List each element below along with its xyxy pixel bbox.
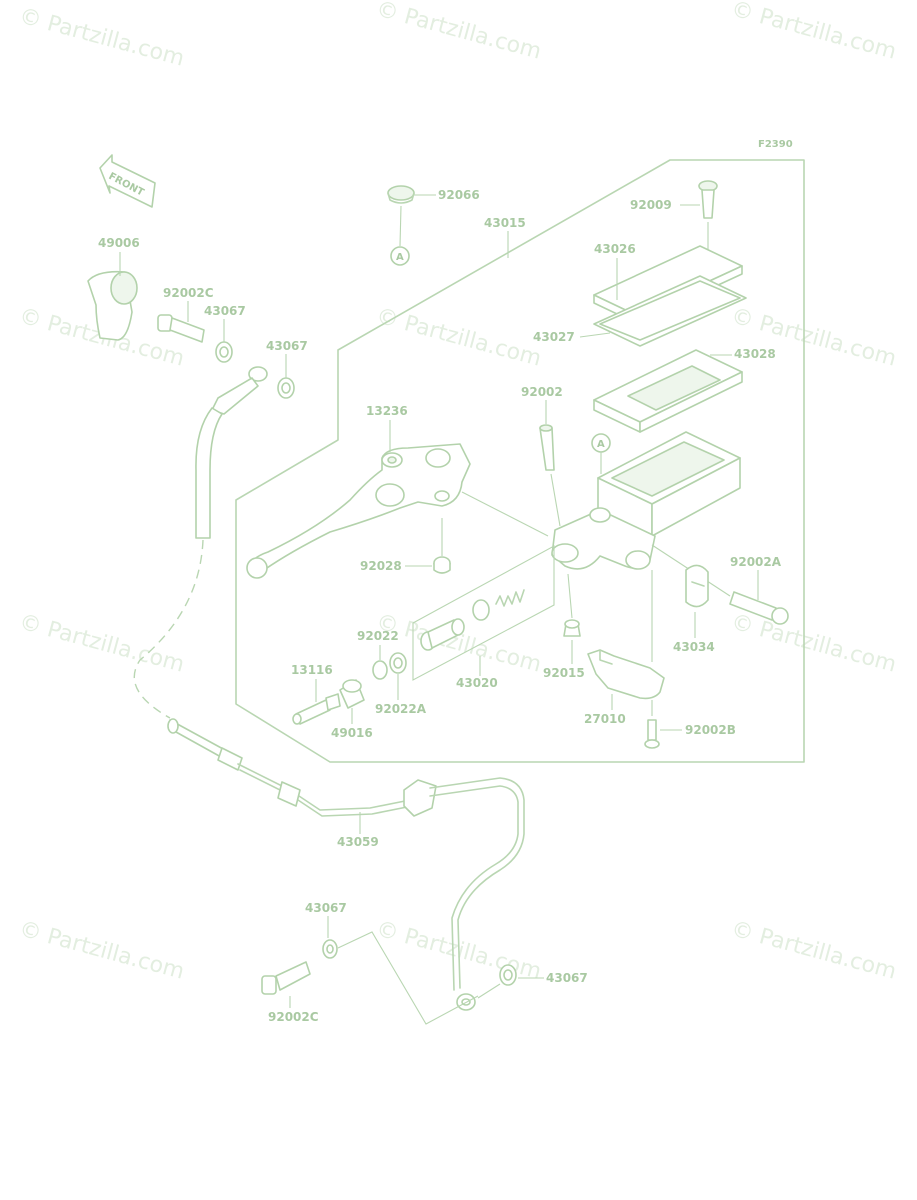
- boot-49006: 49006: [87, 236, 140, 341]
- washer-43067-b: 43067: [266, 339, 308, 399]
- ref-marker-a: A: [597, 439, 605, 450]
- watermark: © Partzilla.com: [16, 610, 186, 678]
- diaphragm-plate-43027: 43027: [533, 275, 747, 347]
- watermark: © Partzilla.com: [728, 610, 898, 678]
- clamp-43034: 43034: [673, 564, 715, 654]
- nut-92015: 92015: [543, 573, 585, 680]
- upper-hose: [133, 366, 268, 719]
- part-label-92015: 92015: [543, 666, 585, 680]
- banjo-bolt-92002c-bottom: 92002C: [261, 961, 319, 1024]
- part-label-13236: 13236: [366, 404, 408, 418]
- front-arrow-icon: FRONT: [99, 154, 156, 208]
- screw-92002b: 92002B: [644, 700, 736, 749]
- part-label-92002: 92002: [521, 385, 563, 399]
- assembly-outline: [235, 159, 805, 763]
- watermark: © Partzilla.com: [373, 304, 543, 372]
- part-label-92066: 92066: [438, 188, 480, 202]
- part-label-43028: 43028: [734, 347, 776, 361]
- watermark: © Partzilla.com: [728, 0, 898, 65]
- part-label-43026: 43026: [594, 242, 636, 256]
- washer-43067-c: 43067: [305, 901, 347, 959]
- bushing-92028: 92028: [360, 518, 451, 574]
- part-label-43067-a: 43067: [204, 304, 246, 318]
- bolt-92002a: 92002A: [651, 544, 789, 625]
- part-label-43059: 43059: [337, 835, 379, 849]
- part-label-13116: 13116: [291, 663, 333, 677]
- part-label-92009: 92009: [630, 198, 672, 212]
- part-label-92002b: 92002B: [685, 723, 736, 737]
- bolt-leader-lines: [337, 931, 479, 1025]
- watermark: © Partzilla.com: [16, 4, 186, 72]
- part-label-43015: 43015: [484, 216, 526, 230]
- figure-code: F2390: [758, 139, 793, 150]
- part-label-92028: 92028: [360, 559, 402, 573]
- part-label-27010: 27010: [584, 712, 626, 726]
- screw-92009: 92009: [630, 180, 718, 255]
- part-label-43067-d: 43067: [546, 971, 588, 985]
- switch-27010: 27010: [584, 570, 665, 726]
- part-label-92002c-bottom: 92002C: [268, 1010, 319, 1024]
- part-label-92022a: 92022A: [375, 702, 427, 716]
- watermark: © Partzilla.com: [16, 917, 186, 985]
- part-label-43027: 43027: [533, 330, 575, 344]
- watermark: © Partzilla.com: [728, 304, 898, 372]
- banjo-bolt-92002c-top: 92002C: [157, 286, 214, 343]
- part-label-49016: 49016: [331, 726, 373, 740]
- part-label-49006: 49006: [98, 236, 140, 250]
- watermark: © Partzilla.com: [373, 0, 543, 65]
- part-label-92002a: 92002A: [730, 555, 782, 569]
- part-label-92022: 92022: [357, 629, 399, 643]
- oring-92022: 92022: [357, 629, 399, 680]
- lower-hose-fitting: [456, 983, 501, 1011]
- part-label-43034: 43034: [673, 640, 715, 654]
- diaphragm-43028: 43028: [593, 347, 776, 433]
- clutch-hose-43059: 43059: [167, 718, 525, 991]
- part-label-92002c-top: 92002C: [163, 286, 214, 300]
- piston-assembly-43020: 43020: [420, 589, 525, 690]
- part-label-43020: 43020: [456, 676, 498, 690]
- push-rod-13116: 13116: [291, 663, 341, 725]
- cap-92066: 92066 A: [387, 185, 480, 266]
- lever-13236: 13236: [246, 404, 549, 579]
- washer-43067-a: 43067: [204, 304, 246, 363]
- watermark: © Partzilla.com: [728, 917, 898, 985]
- part-label-43067-b: 43067: [266, 339, 308, 353]
- ref-marker-a: A: [396, 252, 404, 263]
- dust-boot-49016: 49016: [331, 679, 373, 740]
- piston-kit-box: [412, 545, 555, 681]
- bolt-92002: 92002: [521, 385, 563, 527]
- washer-92022a: 92022A: [375, 652, 427, 716]
- washer-43067-d: 43067: [499, 964, 588, 986]
- part-label-43067-c: 43067: [305, 901, 347, 915]
- master-cylinder-body: A: [551, 431, 741, 570]
